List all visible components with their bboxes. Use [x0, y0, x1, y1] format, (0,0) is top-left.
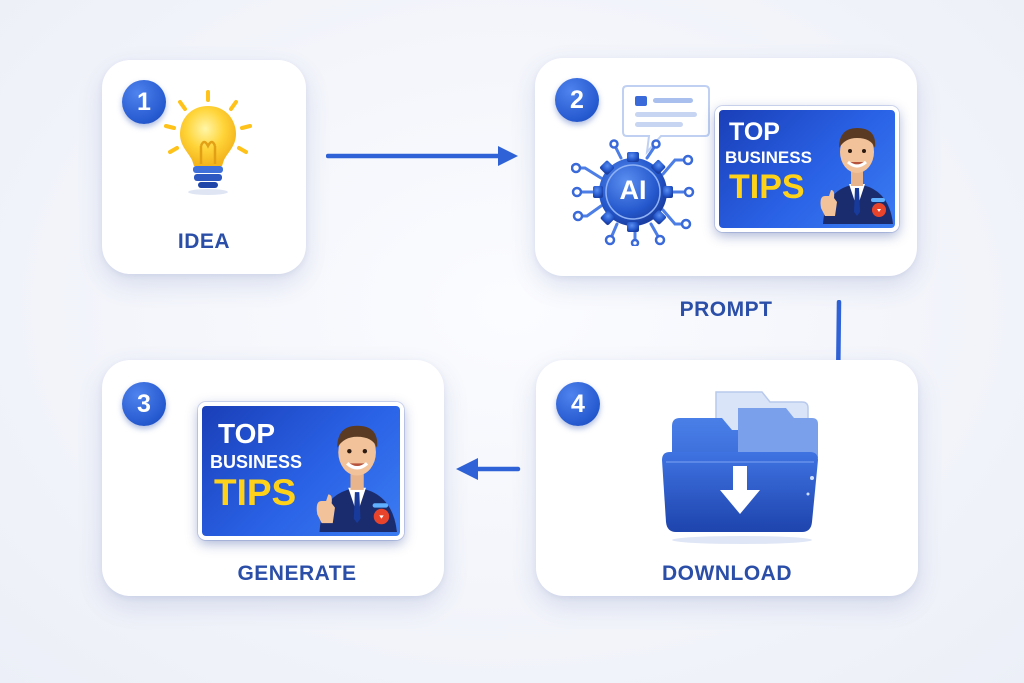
person-icon: [316, 425, 397, 532]
person-icon: [820, 128, 893, 224]
step-label: DOWNLOAD: [662, 562, 792, 585]
thumbnail-title-business: BUSINESS: [210, 452, 303, 472]
arrow-right: [326, 146, 518, 166]
thumbnail-title-business: BUSINESS: [725, 148, 812, 167]
step-idea-card: 1 IDEA: [102, 60, 306, 274]
step-number-badge: 1: [122, 80, 166, 124]
step-label: PROMPT: [679, 298, 773, 321]
thumbnail-generated: TOP BUSINESS TIPS: [198, 402, 404, 540]
thumbnail-title-top: TOP: [218, 418, 276, 449]
thumbnail-preview: TOP BUSINESS TIPS: [715, 106, 899, 232]
step-download-card: 4 DOWNLOAD: [536, 360, 918, 596]
arrow-left: [456, 458, 521, 480]
ai-chip-icon: [571, 139, 695, 246]
chat-bubble-icon: [622, 85, 710, 156]
lightbulb-icon: [164, 90, 252, 195]
step-generate-card: 3 TOP BUSINESS TIPS GENERATE: [102, 360, 444, 596]
step-number-badge: 2: [555, 78, 599, 122]
step-label: IDEA: [177, 230, 231, 253]
thumbnail-title-tips: TIPS: [729, 168, 805, 206]
step-label: GENERATE: [237, 562, 357, 585]
thumbnail-title-top: TOP: [729, 118, 780, 146]
step-prompt-card: 2: [535, 58, 917, 321]
step-number-badge: 3: [122, 382, 166, 426]
step-number-badge: 4: [556, 382, 600, 426]
download-folder-icon: [662, 391, 818, 544]
thumbnail-title-tips: TIPS: [214, 472, 297, 513]
ai-label: AI: [619, 175, 647, 205]
